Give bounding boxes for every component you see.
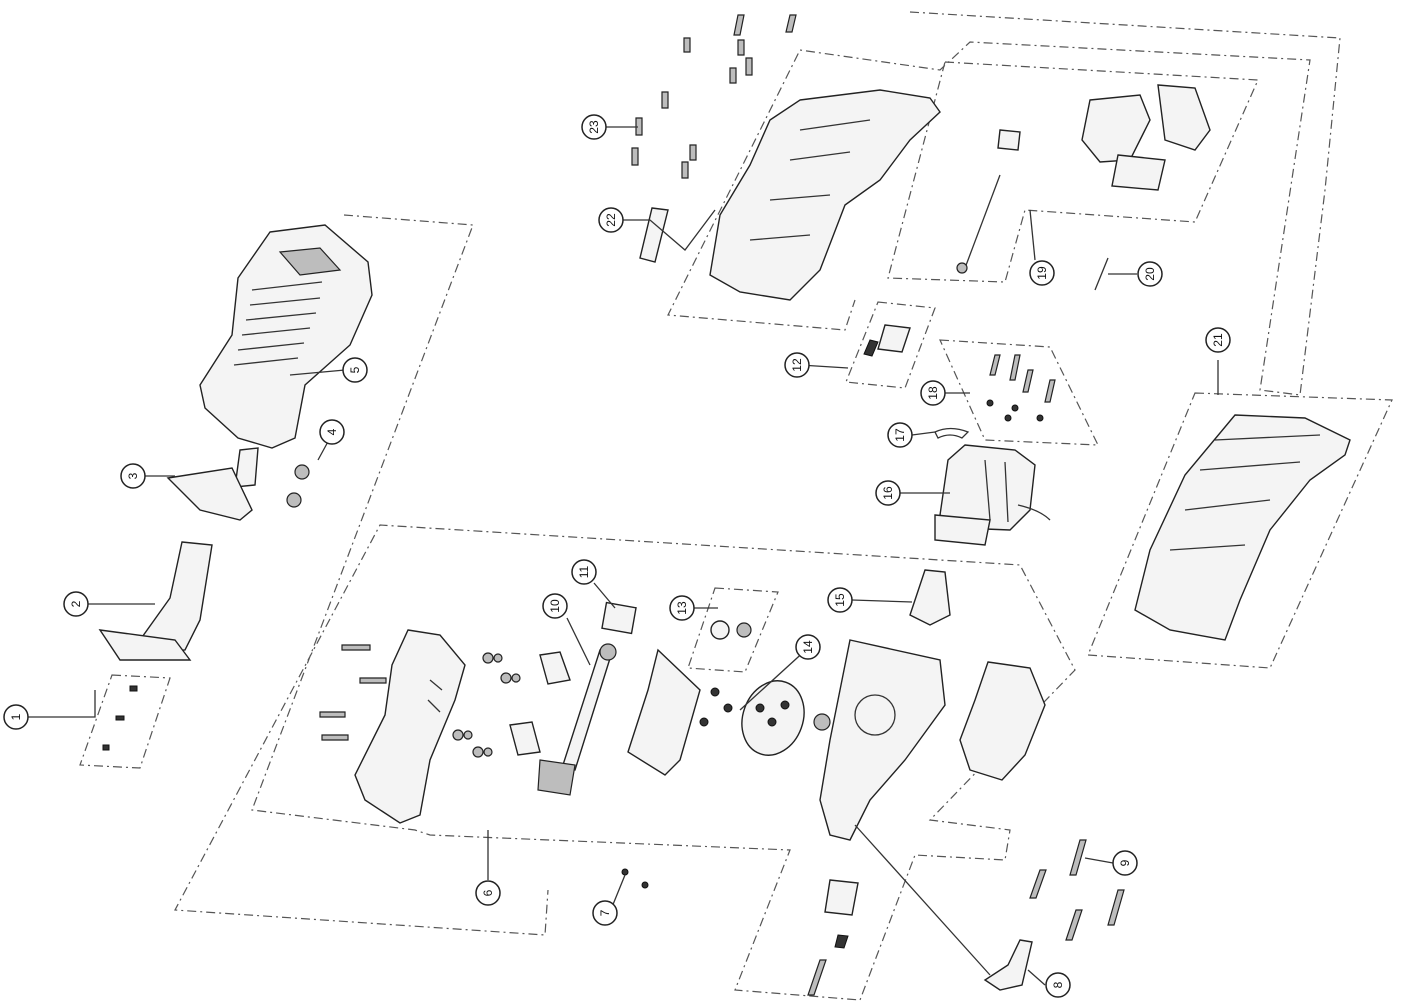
callout-22: 22 (598, 207, 624, 233)
callout-label-8: 8 (1051, 981, 1065, 988)
callout-label-17: 17 (893, 428, 907, 442)
outline-switch (887, 61, 1259, 283)
lock-button-part-12 (863, 324, 911, 357)
callout-label-11: 11 (577, 565, 591, 578)
callout-5: 5 (342, 357, 368, 383)
callout-18: 18 (920, 380, 946, 406)
callout-7: 7 (592, 900, 618, 926)
callout-label-2: 2 (69, 600, 83, 607)
outline-group-6 (174, 214, 1076, 1001)
parts (98, 14, 1351, 996)
callout-label-14: 14 (801, 640, 815, 654)
left-housing-half (709, 89, 941, 301)
gear-cover (959, 661, 1046, 781)
callout-label-1: 1 (9, 713, 23, 720)
callout-8: 8 (1045, 972, 1071, 998)
callout-21: 21 (1205, 327, 1231, 353)
callout-label-22: 22 (604, 213, 618, 227)
callout-label-9: 9 (1118, 859, 1132, 866)
callout-11: 11 (571, 559, 597, 585)
callout-label-5: 5 (348, 366, 362, 373)
gear-housing (819, 639, 946, 841)
bearings-part-13 (710, 620, 752, 640)
callout-16: 16 (875, 480, 901, 506)
callout-2: 2 (63, 591, 89, 617)
shoe-lever-part-3 (166, 447, 259, 521)
callout-label-21: 21 (1211, 333, 1225, 347)
callout-label-13: 13 (675, 601, 689, 615)
outline-18 (939, 339, 1099, 446)
coupling-part-15 (909, 569, 951, 626)
rear-housing-part-5 (199, 224, 373, 449)
callout-label-23: 23 (587, 120, 601, 134)
outline-12 (845, 301, 936, 389)
callout-4: 4 (319, 419, 345, 445)
callout-label-4: 4 (325, 428, 339, 435)
plunger-part-10 (537, 643, 617, 796)
callout-label-3: 3 (126, 472, 140, 479)
callout-label-15: 15 (833, 593, 847, 607)
callout-14: 14 (795, 634, 821, 660)
motor-part-16 (934, 444, 1051, 546)
callout-label-7: 7 (598, 909, 612, 916)
callout-label-12: 12 (790, 358, 804, 372)
callout-label-19: 19 (1035, 266, 1049, 280)
group-outlines (79, 11, 1393, 1001)
lower-parts (621, 868, 859, 996)
callout-label-20: 20 (1143, 267, 1157, 281)
callout-label-10: 10 (548, 599, 562, 613)
gear-screws (699, 687, 733, 727)
small-parts-part-1 (102, 685, 138, 751)
callout-19: 19 (1029, 260, 1055, 286)
callout-17: 17 (887, 422, 913, 448)
outline-top-housing (667, 11, 1341, 396)
right-housing-part-21 (1134, 414, 1351, 641)
leader-lines (28, 126, 1219, 986)
gear-part-14 (741, 680, 831, 756)
screws-part-23 (631, 14, 797, 179)
callout-9: 9 (1112, 850, 1138, 876)
callout-13: 13 (669, 595, 695, 621)
callout-3: 3 (120, 463, 146, 489)
housing-screws (319, 644, 521, 758)
front-housing-part-6 (354, 629, 466, 824)
callout-label-16: 16 (881, 486, 895, 500)
outline-21 (1087, 392, 1393, 669)
blade-lever-part-8 (854, 824, 1033, 991)
callout-6: 6 (475, 880, 501, 906)
switch-assembly-part-19 (956, 84, 1211, 274)
brackets (509, 651, 571, 756)
outline-1 (79, 674, 171, 769)
callout-1: 1 (3, 704, 29, 730)
callout-label-18: 18 (926, 386, 940, 400)
callout-label-6: 6 (481, 889, 495, 896)
outline-13 (687, 587, 779, 673)
screws-part-4 (286, 464, 310, 508)
callout-23: 23 (581, 114, 607, 140)
callout-10: 10 (542, 593, 568, 619)
motor-screws-part-18 (986, 354, 1056, 422)
ring-part-17 (934, 427, 970, 439)
pin-part-20 (1094, 257, 1109, 291)
callout-20: 20 (1137, 261, 1163, 287)
callout-15: 15 (827, 587, 853, 613)
screws-part-9 (1029, 839, 1125, 941)
callout-12: 12 (784, 352, 810, 378)
guide-plate (627, 648, 701, 776)
block-part-11 (601, 601, 637, 635)
shoe-bracket-part-2 (98, 541, 213, 661)
pad-part-22 (639, 207, 669, 263)
